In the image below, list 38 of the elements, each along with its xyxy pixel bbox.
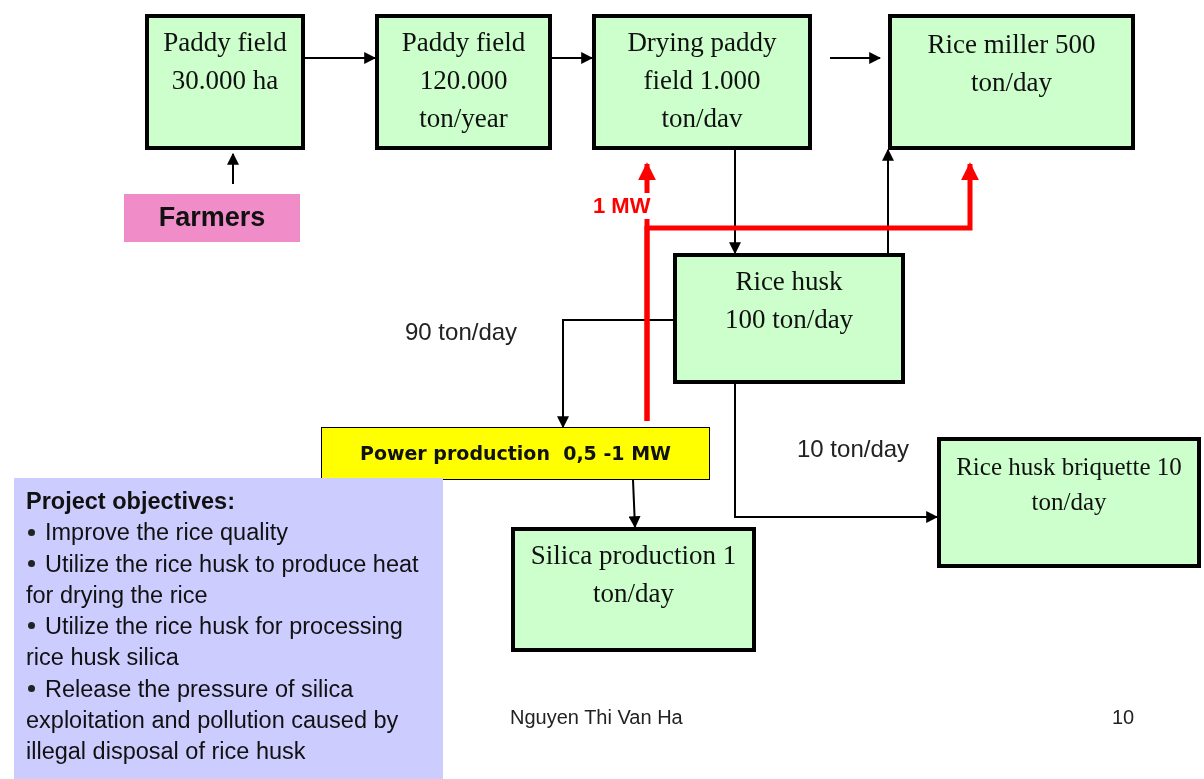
author-name: Nguyen Thi Van Ha — [510, 706, 683, 729]
arrow — [227, 152, 239, 185]
arrow — [551, 52, 594, 64]
node-text: Power production 0,5 -1 MW — [359, 441, 672, 467]
node-text: Paddy field 120.000 ton/year — [400, 26, 527, 135]
bullet-item: Release the pressure of silica exploitation and pollution caused by illegal disposal of rice husk — [26, 674, 400, 766]
arrow — [882, 148, 894, 254]
node-text: Drying paddy field 1.000 ton/dav — [626, 26, 778, 135]
bullet-item: Utilize the rice husk to produce heat for drying the rice — [26, 549, 420, 610]
process-box — [888, 14, 1135, 150]
node-text: Paddy field 30.000 ha — [162, 26, 288, 97]
arrow — [734, 383, 939, 523]
node-text: Rice miller 500 ton/day — [926, 28, 1097, 99]
page-number: 10 — [1112, 706, 1135, 729]
process-box — [673, 253, 905, 384]
arrow — [644, 162, 979, 421]
process-box — [937, 437, 1201, 568]
node-text: 100 ton/day — [724, 302, 854, 336]
node-text: Silica production 1 ton/day — [529, 539, 738, 610]
process-box — [145, 14, 305, 150]
process-box — [592, 14, 812, 150]
bullet-item: Improve the rice quality — [26, 517, 288, 549]
arrow — [729, 149, 741, 255]
arrow — [557, 319, 674, 429]
objectives-panel — [14, 478, 443, 779]
node-text: Farmers — [158, 201, 266, 235]
panel-heading: Project objectives: — [26, 487, 235, 516]
process-box — [511, 527, 756, 652]
process-box — [375, 14, 552, 150]
node-text: Rice husk briquette 10 ton/day — [955, 452, 1183, 517]
bullet-item: Utilize the rice husk for processing rice husk silica — [26, 612, 404, 673]
node-text: Rice husk — [735, 265, 843, 298]
arrow — [628, 479, 641, 529]
source-label-box — [124, 194, 300, 242]
power-box — [321, 427, 710, 480]
edge-label: 1 MW — [593, 193, 651, 219]
arrow — [304, 52, 377, 64]
arrow — [829, 52, 882, 64]
